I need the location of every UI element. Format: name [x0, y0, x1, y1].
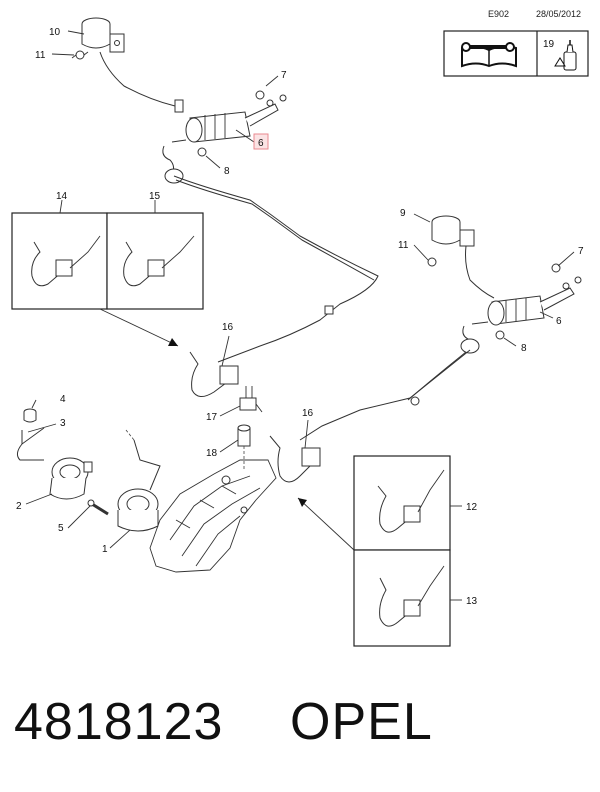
callout-15: 15 [149, 191, 161, 202]
clip-top [71, 50, 89, 60]
leader-lines [25, 30, 575, 549]
slave-cylinder-2 [49, 457, 93, 500]
legend-box: 19 [443, 30, 589, 77]
callout-16-left: 16 [222, 322, 234, 333]
callout-8-right: 8 [521, 343, 527, 354]
pipe-clip-right [410, 396, 420, 406]
reservoir-top [81, 17, 125, 53]
part-number: 4818123 [14, 693, 224, 751]
callout-16-right: 16 [302, 408, 314, 419]
callout-11-top: 11 [35, 50, 46, 61]
slave-hose-right [269, 435, 315, 483]
callout-6-top: 6 [258, 138, 264, 149]
callout-7-right: 7 [578, 246, 584, 257]
callout-12: 12 [466, 502, 478, 513]
slave-cylinder-1 [117, 429, 161, 532]
diagram-date: 28/05/2012 [536, 9, 582, 19]
master-cylinder-top [162, 90, 287, 184]
bolt-5 [87, 499, 109, 516]
fluid-bottle-icon [554, 40, 577, 71]
exploded-parts-diagram: 19 [11, 17, 589, 647]
pipe-clip-top [324, 305, 334, 315]
callout-13: 13 [466, 596, 478, 607]
callout-14: 14 [56, 191, 68, 202]
reservoir-hose-right [465, 245, 495, 299]
callout-6-highlight [253, 133, 269, 150]
master-cylinder-right [460, 263, 582, 354]
callout-18: 18 [206, 448, 218, 459]
pressure-pipe-right [299, 349, 471, 441]
detail-box-14-15 [11, 212, 204, 310]
pressure-pipe-top [173, 175, 379, 363]
detail-box-12-13 [353, 455, 451, 647]
callout-10: 10 [49, 27, 61, 38]
callout-11-right: 11 [398, 240, 409, 251]
callout-4: 4 [60, 394, 66, 405]
callout-17: 17 [206, 412, 218, 423]
hose-clamp-top [174, 99, 184, 113]
reservoir-right [431, 215, 475, 247]
callout-3: 3 [60, 418, 66, 429]
hose-3 [16, 427, 45, 461]
callout-1: 1 [102, 544, 108, 555]
legend-reference-number: 19 [543, 39, 555, 50]
slave-hose-left [189, 351, 231, 397]
manual-wrench-icon [461, 42, 517, 68]
transmission-housing [149, 459, 277, 573]
callout-5: 5 [58, 523, 64, 534]
arrow-to-16-right [298, 498, 307, 507]
diagram-code: E902 [488, 9, 510, 19]
arrow-to-16-left [168, 338, 178, 346]
reservoir-hose-top [99, 51, 176, 107]
callout-8-top: 8 [224, 166, 230, 177]
bleed-connector-17 [239, 386, 263, 413]
callout-7-top: 7 [281, 70, 287, 81]
callout-2: 2 [16, 501, 22, 512]
callout-6-right: 6 [556, 316, 562, 327]
callout-9: 9 [400, 208, 406, 219]
bleed-valve-18 [237, 424, 251, 470]
brand-name: OPEL [290, 693, 433, 751]
cap-4 [23, 408, 37, 423]
